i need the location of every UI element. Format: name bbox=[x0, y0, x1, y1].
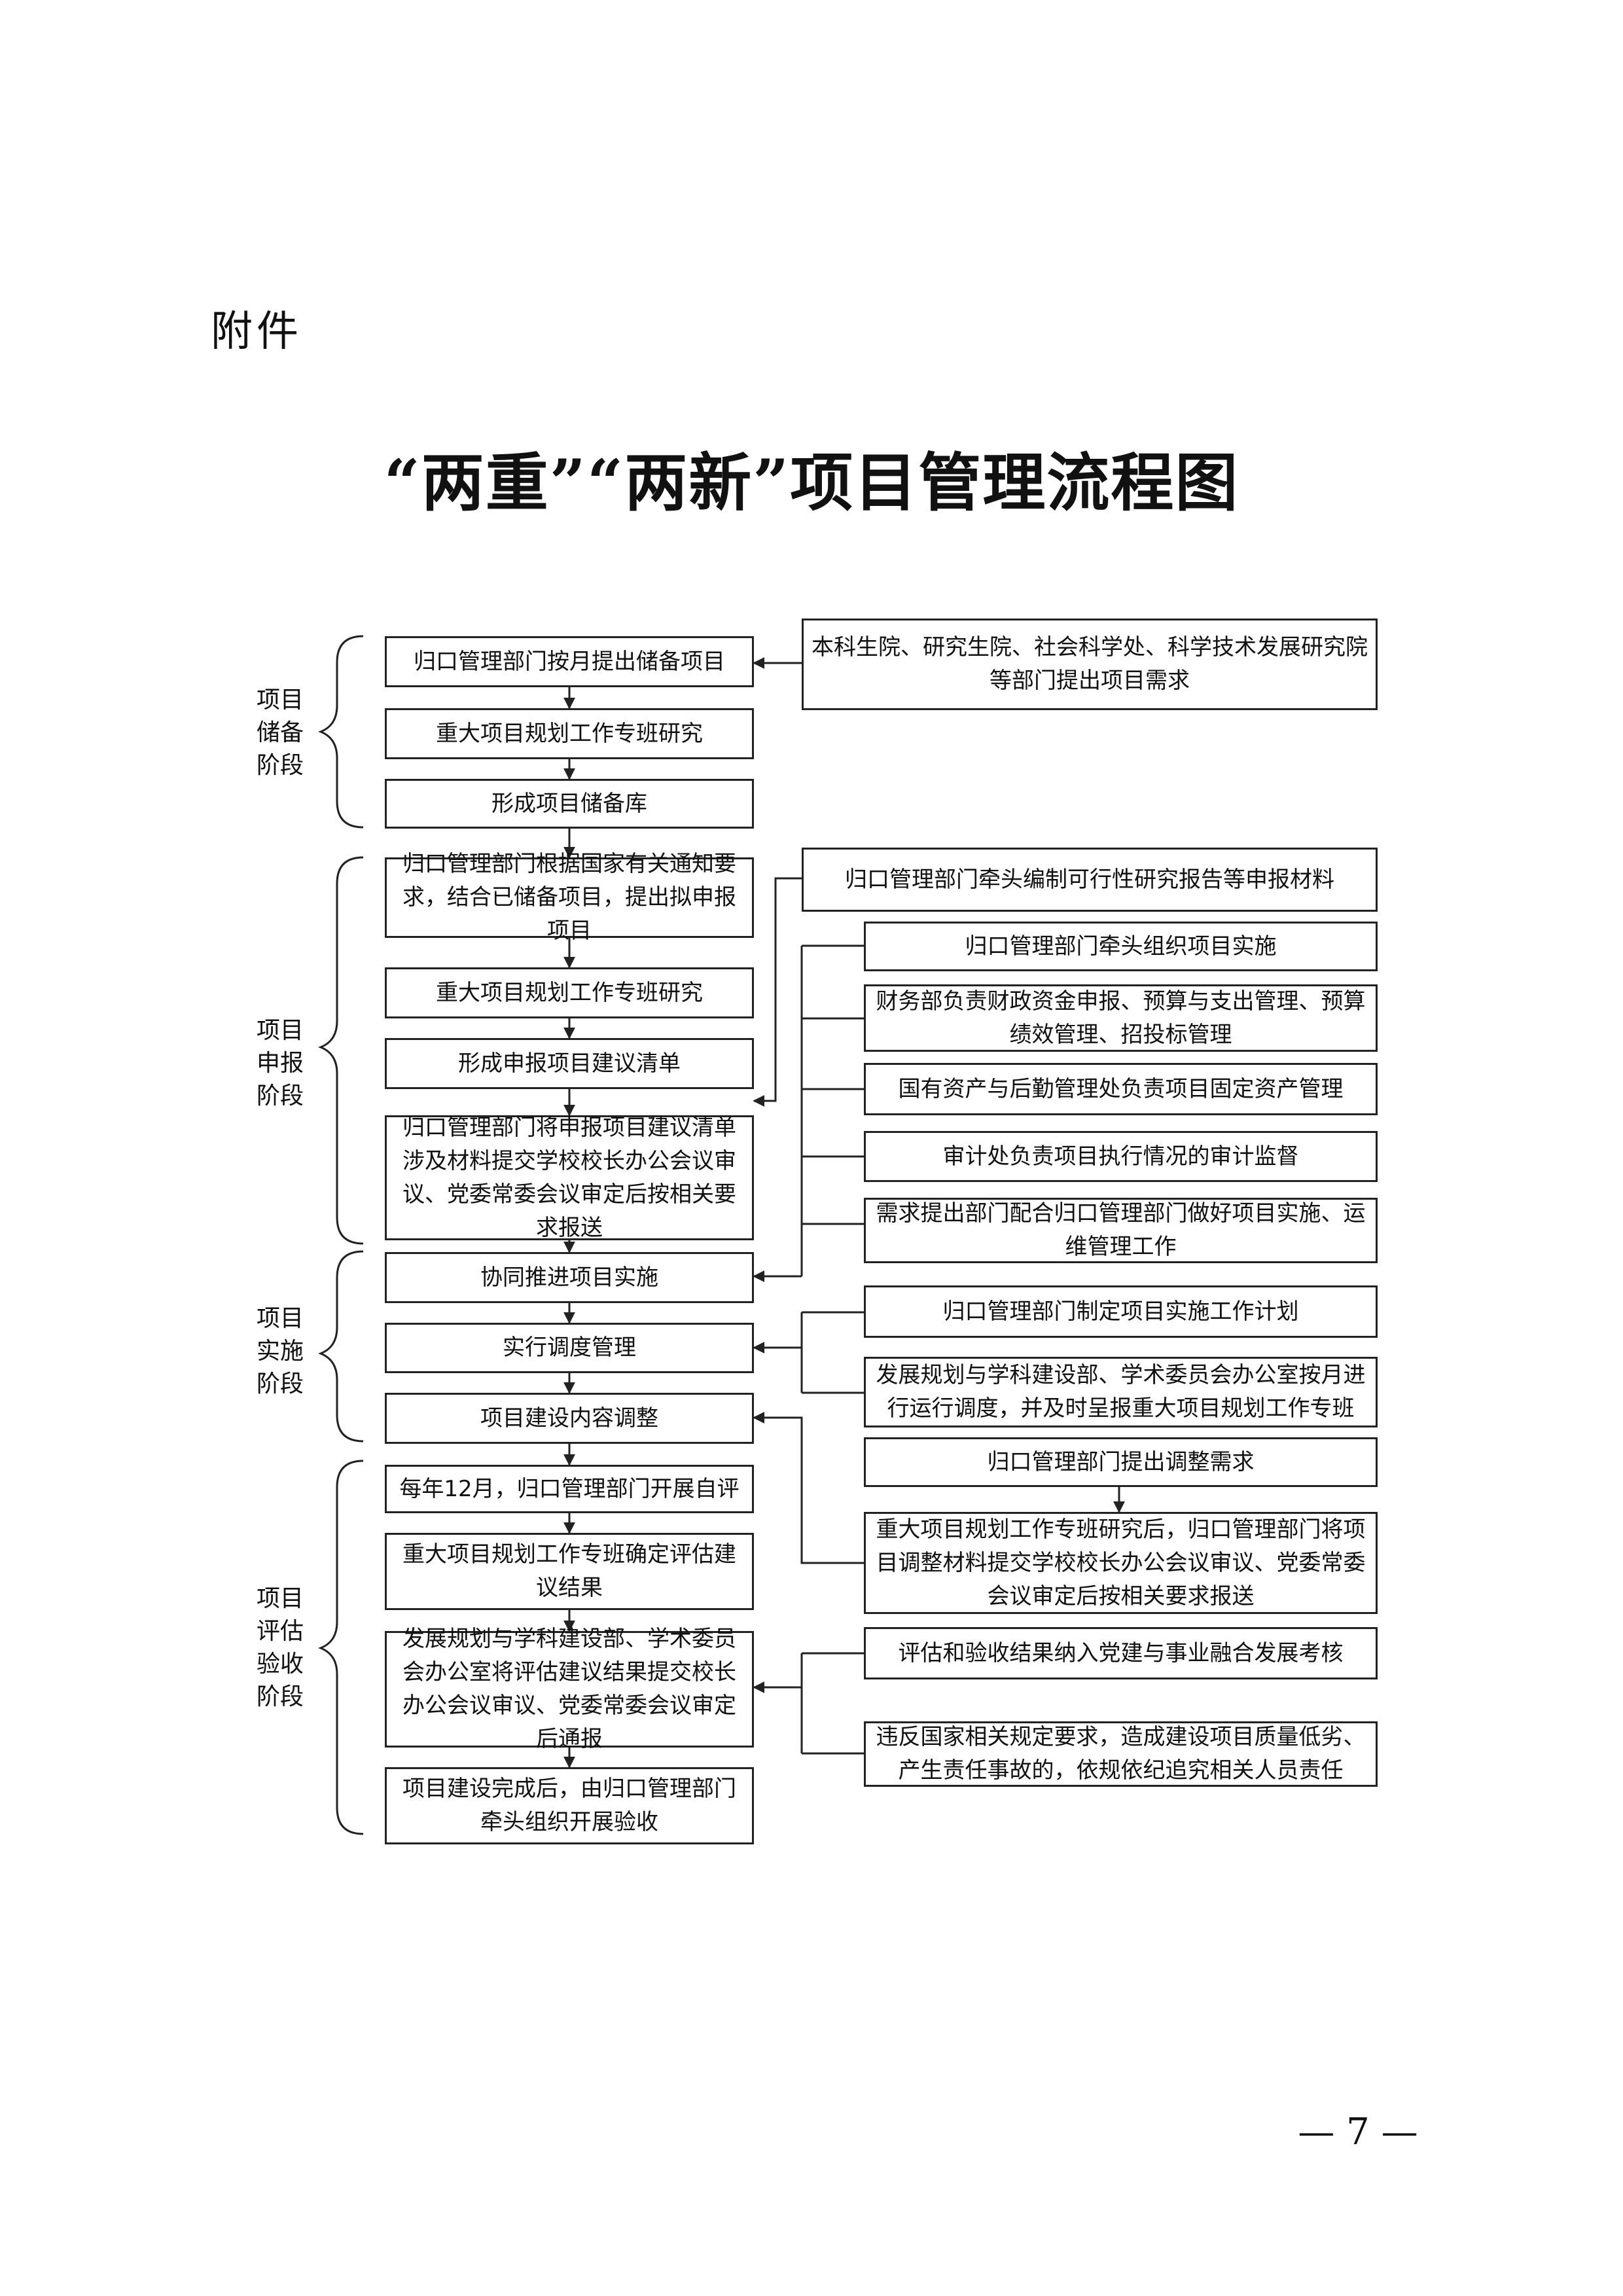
side-box-adjust-submit: 重大项目规划工作专班研究后，归口管理部门将项目调整材料提交学校校长办公会议审议、… bbox=[864, 1512, 1378, 1614]
stage-bracket-reserve bbox=[317, 635, 364, 829]
flow-step-evaluate-report: 发展规划与学科建设部、学术委员会办公室将评估建议结果提交校长办公会议审议、党委常… bbox=[385, 1626, 754, 1752]
page-title: “两重”“两新”项目管理流程图 bbox=[383, 446, 1240, 520]
side-box-impl-lead: 归口管理部门牵头组织项目实施 bbox=[864, 922, 1378, 971]
stage-bracket-implement bbox=[317, 1250, 364, 1443]
flow-step-implement-dispatch: 实行调度管理 bbox=[385, 1323, 754, 1373]
side-box-feasibility: 归口管理部门牵头编制可行性研究报告等申报材料 bbox=[802, 848, 1378, 912]
stage-label-reserve: 项目 储备 阶段 bbox=[256, 687, 304, 779]
side-box-eval-accountability: 违反国家相关规定要求，造成建设项目质量低劣、产生责任事故的，依规依纪追究相关人员… bbox=[864, 1721, 1378, 1787]
stage-bracket-apply bbox=[317, 856, 364, 1245]
flow-step-reserve-pool: 形成项目储备库 bbox=[385, 779, 754, 829]
flow-step-apply-study: 重大项目规划工作专班研究 bbox=[385, 967, 754, 1018]
flow-step-implement-promote: 协同推进项目实施 bbox=[385, 1252, 754, 1303]
flow-step-evaluate-result: 重大项目规划工作专班确定评估建议结果 bbox=[385, 1533, 754, 1610]
stage-bracket-evaluate bbox=[317, 1460, 364, 1835]
feasibility-arrow bbox=[753, 877, 802, 1107]
side-box-sched-plan: 归口管理部门制定项目实施工作计划 bbox=[864, 1285, 1378, 1338]
side-box-demand: 本科生院、研究生院、社会科学处、科学技术发展研究院等部门提出项目需求 bbox=[802, 619, 1378, 710]
side-box-adjust-request: 归口管理部门提出调整需求 bbox=[864, 1437, 1378, 1487]
adjust-return-arrow bbox=[753, 1412, 864, 1564]
page-number: — 7 — bbox=[1298, 2111, 1418, 2153]
side-box-impl-maintenance: 需求提出部门配合归口管理部门做好项目实施、运维管理工作 bbox=[864, 1198, 1378, 1263]
stage-label-apply: 项目 申报 阶段 bbox=[256, 1017, 304, 1109]
attachment-label: 附件 bbox=[211, 308, 302, 356]
flow-step-apply-list: 形成申报项目建议清单 bbox=[385, 1038, 754, 1089]
side-box-impl-finance: 财务部负责财政资金申报、预算与支出管理、预算绩效管理、招投标管理 bbox=[864, 984, 1378, 1052]
stage-label-implement: 项目 实施 阶段 bbox=[256, 1305, 304, 1397]
side-box-sched-dispatch: 发展规划与学科建设部、学术委员会办公室按月进行运行调度，并及时呈报重大项目规划工… bbox=[864, 1357, 1378, 1427]
flow-step-evaluate-self: 每年12月，归口管理部门开展自评 bbox=[385, 1465, 754, 1513]
side-box-impl-audit: 审计处负责项目执行情况的审计监督 bbox=[864, 1131, 1378, 1182]
side-box-eval-assessment: 评估和验收结果纳入党建与事业融合发展考核 bbox=[864, 1627, 1378, 1679]
side-box-impl-assets: 国有资产与后勤管理处负责项目固定资产管理 bbox=[864, 1063, 1378, 1115]
flow-step-apply-submit: 归口管理部门将申报项目建议清单涉及材料提交学校校长办公会议审议、党委常委会议审定… bbox=[385, 1115, 754, 1241]
flow-step-evaluate-accept: 项目建设完成后，由归口管理部门牵头组织开展验收 bbox=[385, 1767, 754, 1844]
stage-label-evaluate: 项目 评估 验收 阶段 bbox=[256, 1585, 304, 1710]
flow-step-apply-propose: 归口管理部门根据国家有关通知要求，结合已储备项目，提出拟申报项目 bbox=[385, 851, 754, 944]
flow-step-implement-adjust: 项目建设内容调整 bbox=[385, 1393, 754, 1444]
flow-step-reserve-propose: 归口管理部门按月提出储备项目 bbox=[385, 636, 754, 687]
flow-step-reserve-study: 重大项目规划工作专班研究 bbox=[385, 708, 754, 759]
